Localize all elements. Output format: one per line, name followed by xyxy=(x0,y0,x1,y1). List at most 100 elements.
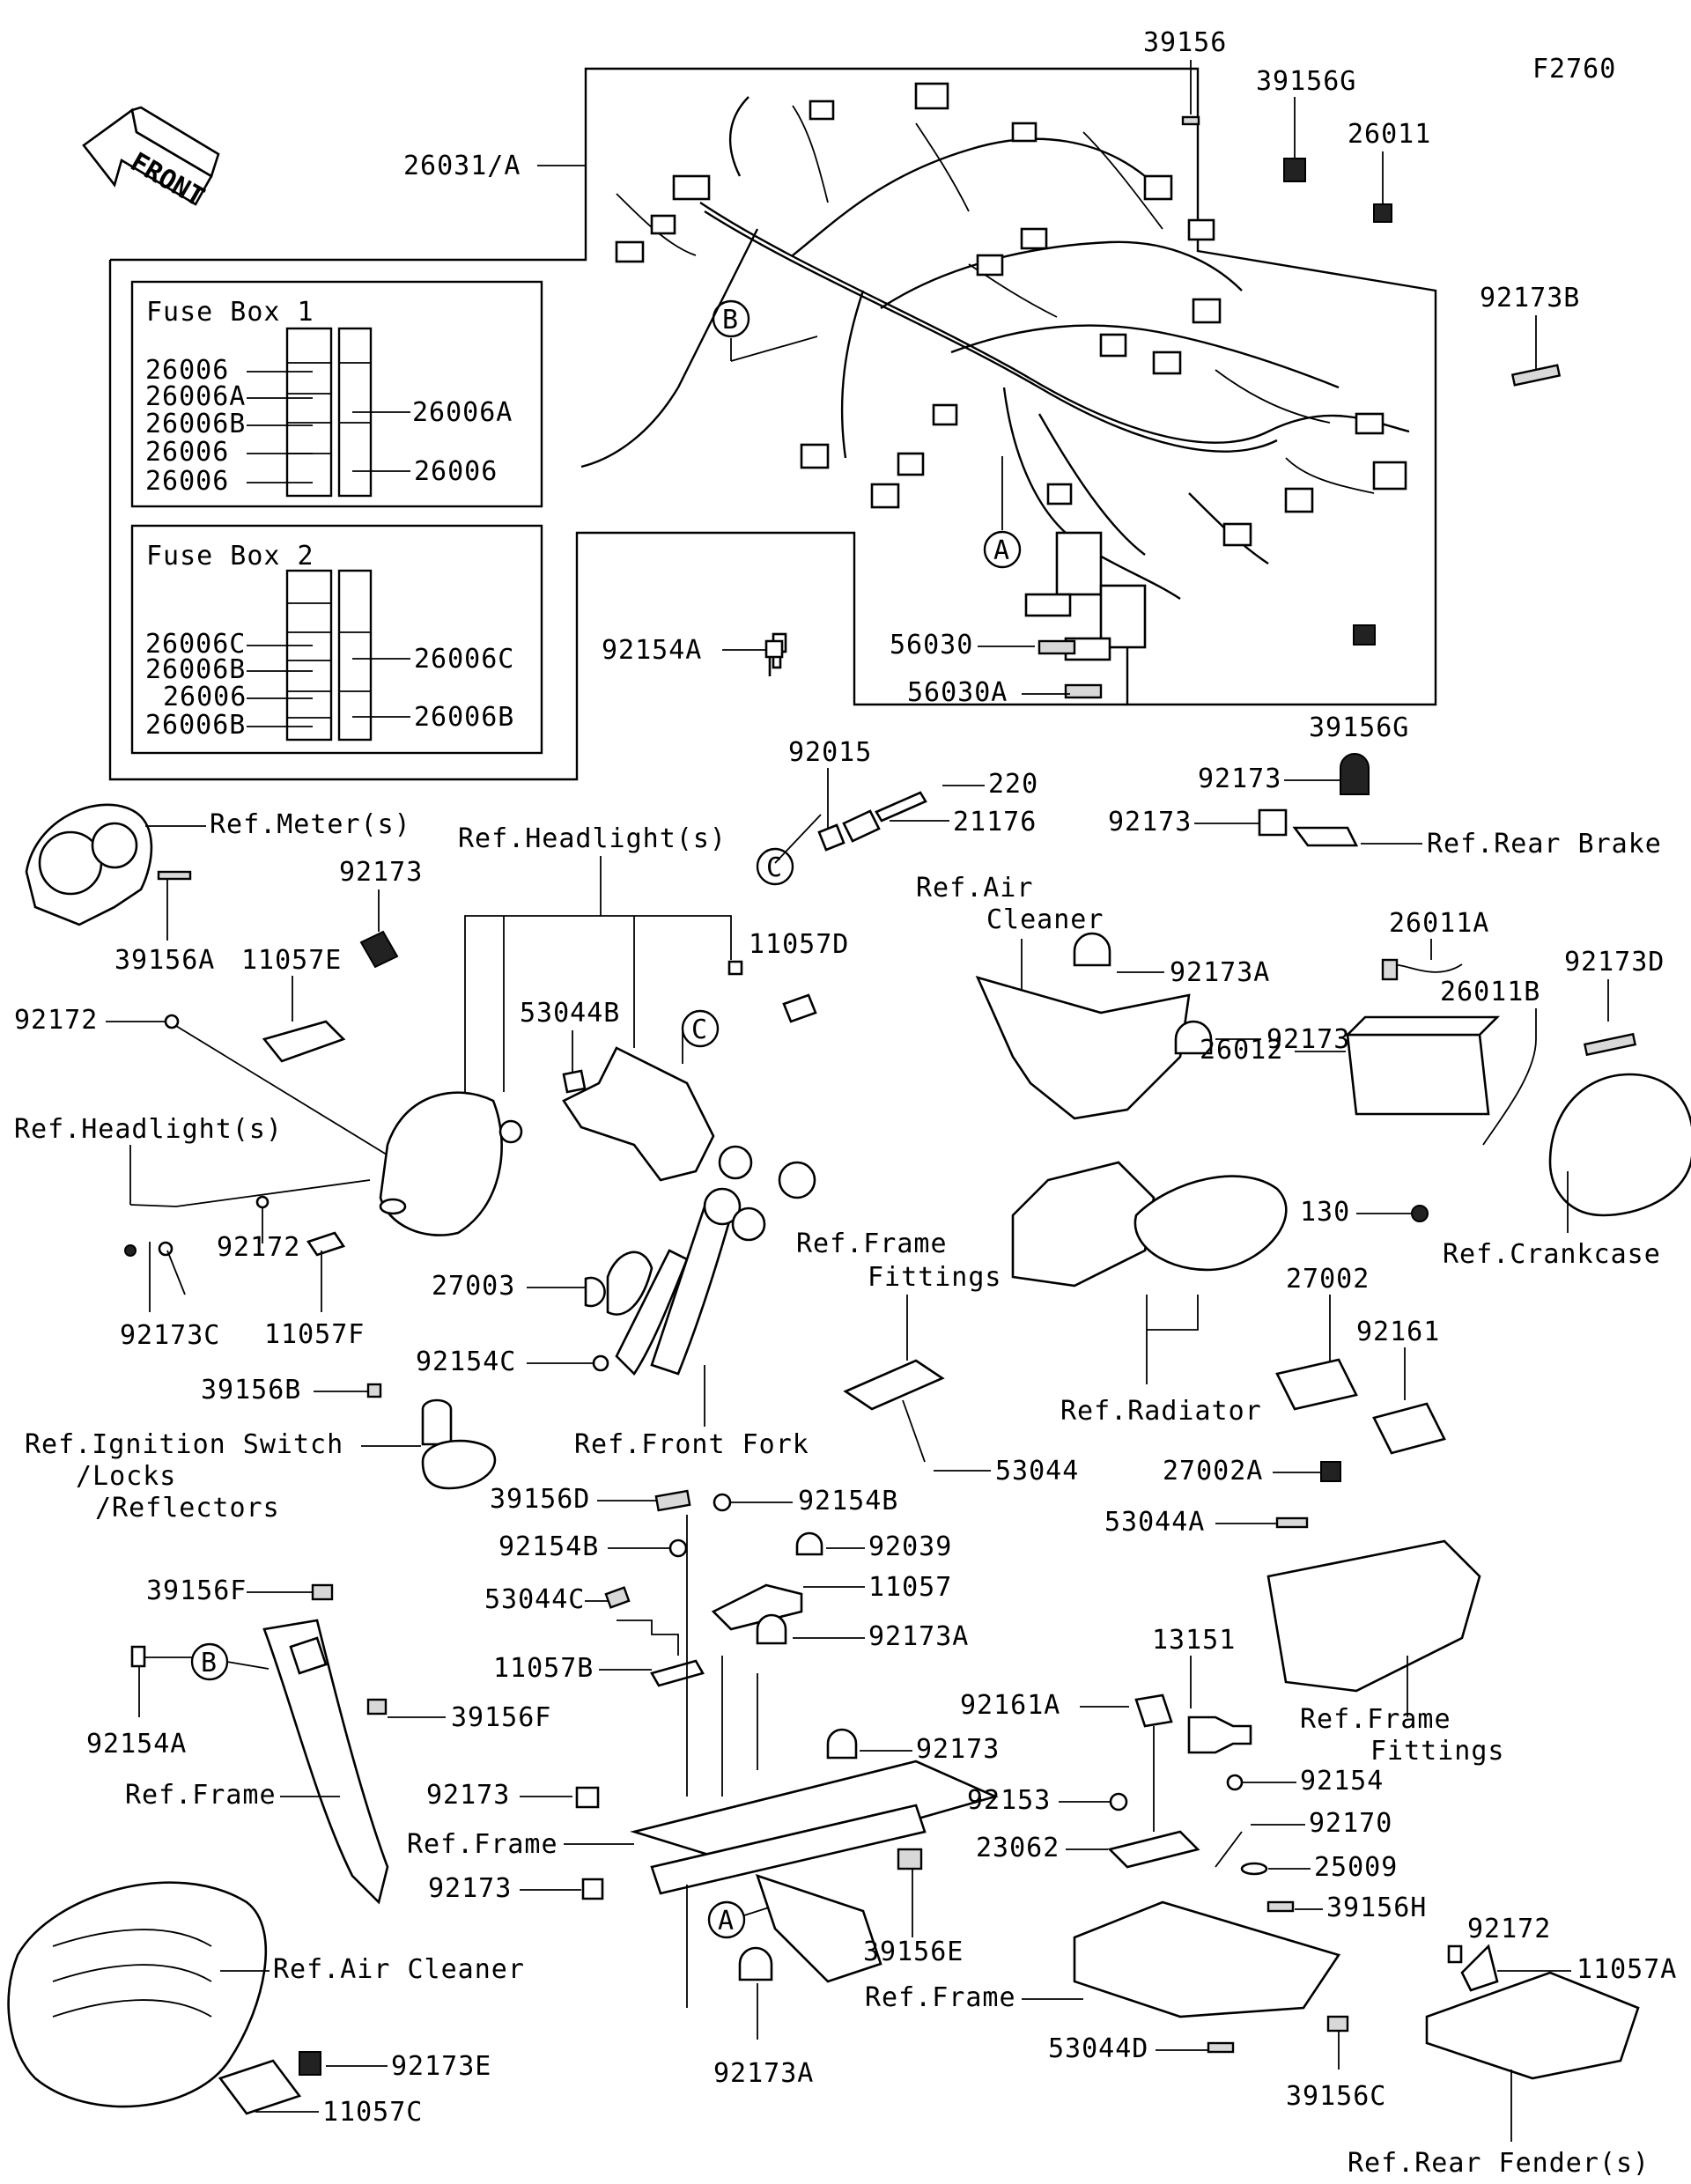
label-92173a-4: 92173A xyxy=(713,2058,814,2089)
fuse-box-1: Fuse Box 1 26006 26006A 26006B 26006 260… xyxy=(130,280,543,508)
label-92172-a: 92172 xyxy=(14,1005,98,1036)
fuse-box-2-left-3: 26006 xyxy=(163,682,247,712)
label-56030: 56030 xyxy=(890,630,973,660)
label-92170: 92170 xyxy=(1309,1808,1392,1839)
label-92154: 92154 xyxy=(1300,1766,1384,1797)
label-39156g-top: 39156G xyxy=(1256,66,1356,97)
sensor-92015-group: 92015 220 21176 xyxy=(788,737,1038,852)
label-92161: 92161 xyxy=(1356,1317,1440,1347)
label-27002a: 27002A xyxy=(1163,1456,1263,1487)
svg-text:A: A xyxy=(993,535,1010,566)
air-cleaner-group: Ref.Air Cleaner 92173A 92173A xyxy=(916,873,1366,1288)
circle-marker-c-headlight: C xyxy=(681,1009,720,1064)
fuse-box-2-right-1: 26006C xyxy=(414,644,514,675)
label-26011b: 26011B xyxy=(1440,977,1540,1007)
label-39156f-1: 39156F xyxy=(146,1575,247,1606)
label-ref-headlights-top: Ref.Headlight(s) xyxy=(458,823,727,854)
label-26011a: 26011A xyxy=(1389,908,1489,939)
fuse-box-1-right-1: 26006A xyxy=(412,397,513,428)
label-ref-frame-fittings-1b: Fittings xyxy=(868,1262,1002,1293)
label-25009: 25009 xyxy=(1314,1852,1398,1883)
label-13151: 13151 xyxy=(1152,1625,1236,1656)
label-11057f: 11057F xyxy=(264,1319,365,1350)
fuse-box-2-left-2: 26006B xyxy=(145,654,246,685)
label-220: 220 xyxy=(988,769,1038,800)
label-56030a: 56030A xyxy=(907,677,1008,708)
label-92154b-2: 92154B xyxy=(798,1486,898,1516)
label-39156h: 39156H xyxy=(1326,1893,1427,1923)
label-21176: 21176 xyxy=(953,807,1037,837)
air-cleaner-bottom-group: Ref.Air Cleaner 92173E 11057C xyxy=(7,1881,524,2128)
label-39156b: 39156B xyxy=(201,1375,301,1406)
label-92154b-1: 92154B xyxy=(498,1531,599,1562)
rear-parts-group: 13151 92161A 92153 92154 92170 23062 250… xyxy=(865,1625,1676,2179)
label-39156e: 39156E xyxy=(863,1937,964,1967)
label-92039: 92039 xyxy=(868,1531,952,1562)
fuse-box-2-right-2: 26006B xyxy=(414,702,514,733)
label-39156g-bottom: 39156G xyxy=(1309,712,1409,743)
battery-group: 26011A 92173D 26011B 26012 130 Ref.Crank… xyxy=(1200,908,1691,1270)
label-39156: 39156 xyxy=(1143,27,1227,58)
label-11057b: 11057B xyxy=(493,1653,594,1684)
label-92154a-bottom: 92154A xyxy=(86,1729,187,1760)
label-92161a: 92161A xyxy=(960,1690,1060,1721)
label-ref-rear-fender: Ref.Rear Fender(s) xyxy=(1348,2148,1650,2179)
label-130: 130 xyxy=(1300,1197,1350,1228)
label-92153: 92153 xyxy=(967,1785,1051,1816)
label-ref-headlights-left: Ref.Headlight(s) xyxy=(14,1114,283,1145)
center-bracket-group: 39156D 92154B 92154B 92039 11057 39156F … xyxy=(146,1484,969,1687)
fuse-box-1-left-5: 26006 xyxy=(145,466,229,497)
label-ref-air-cleaner-1: Ref.Air xyxy=(916,873,1033,904)
main-harness-outline xyxy=(108,67,1437,781)
label-ref-frame-fittings-2b: Fittings xyxy=(1370,1736,1505,1767)
figure-code: F2760 xyxy=(1532,54,1616,85)
svg-text:C: C xyxy=(766,852,783,883)
label-92173e: 92173E xyxy=(391,2051,491,2082)
rear-brake-group: 92173 92173 Ref.Rear Brake xyxy=(1108,753,1662,860)
label-92154c: 92154C xyxy=(416,1347,516,1377)
label-ref-crankcase: Ref.Crankcase xyxy=(1443,1239,1661,1270)
label-53044b: 53044B xyxy=(520,998,620,1029)
label-27003: 27003 xyxy=(432,1271,515,1302)
fuse-box-2: Fuse Box 2 26006C 26006B 26006 26006B 26… xyxy=(130,524,543,755)
main-frame-group: 92173 92173 Ref.Frame 92173 39156E 92173… xyxy=(407,1515,1000,2089)
label-92173a-3: 92173A xyxy=(868,1621,969,1652)
label-92015: 92015 xyxy=(788,737,872,768)
label-92173-f1: 92173 xyxy=(916,1734,1000,1765)
svg-text:B: B xyxy=(201,1648,218,1679)
label-39156d: 39156D xyxy=(490,1484,590,1515)
label-92173-f3: 92173 xyxy=(428,1873,512,1904)
front-arrow-icon: FRONT xyxy=(82,106,220,213)
label-ref-meters: Ref.Meter(s) xyxy=(210,809,411,840)
fuse-box-1-left-4: 26006 xyxy=(145,437,229,468)
label-39156c: 39156C xyxy=(1286,2081,1386,2112)
label-ref-frame-a: Ref.Frame xyxy=(125,1780,277,1811)
label-92173d: 92173D xyxy=(1564,947,1665,978)
label-ref-front-fork: Ref.Front Fork xyxy=(574,1429,809,1460)
wiring-harness xyxy=(580,82,1410,661)
svg-text:B: B xyxy=(722,305,739,336)
fuse-box-2-left-4: 26006B xyxy=(145,710,246,741)
label-ref-rear-brake: Ref.Rear Brake xyxy=(1427,829,1662,860)
label-ref-frame-fittings-1a: Ref.Frame xyxy=(796,1228,948,1259)
circle-marker-b-bottom: B xyxy=(190,1642,270,1681)
circle-marker-c-mid: C xyxy=(756,814,822,886)
meters-group: Ref.Meter(s) 39156A 92173 11057E 92172 xyxy=(14,803,423,1172)
label-ref-radiator: Ref.Radiator xyxy=(1060,1396,1262,1427)
label-92173a-1: 92173A xyxy=(1170,957,1270,988)
label-27002: 27002 xyxy=(1286,1264,1370,1295)
top-right-callouts: 39156 39156G 26011 26031/A 92173B 92154A… xyxy=(403,27,1579,743)
circle-marker-a-top: A xyxy=(983,456,1022,569)
label-92154a-top: 92154A xyxy=(602,635,702,666)
label-92173-rb2: 92173 xyxy=(1108,807,1192,837)
harness-small-parts xyxy=(772,115,1562,699)
label-92173-rb1: 92173 xyxy=(1198,764,1281,794)
fuse-box-1-title: Fuse Box 1 xyxy=(146,297,314,328)
label-ref-ignition-1: Ref.Ignition Switch xyxy=(25,1429,343,1460)
label-11057d: 11057D xyxy=(749,929,849,960)
label-92173c: 92173C xyxy=(120,1320,220,1351)
svg-text:C: C xyxy=(691,1015,708,1045)
label-ref-frame-c: Ref.Frame xyxy=(865,1982,1016,2013)
label-92173-meter: 92173 xyxy=(339,857,423,888)
